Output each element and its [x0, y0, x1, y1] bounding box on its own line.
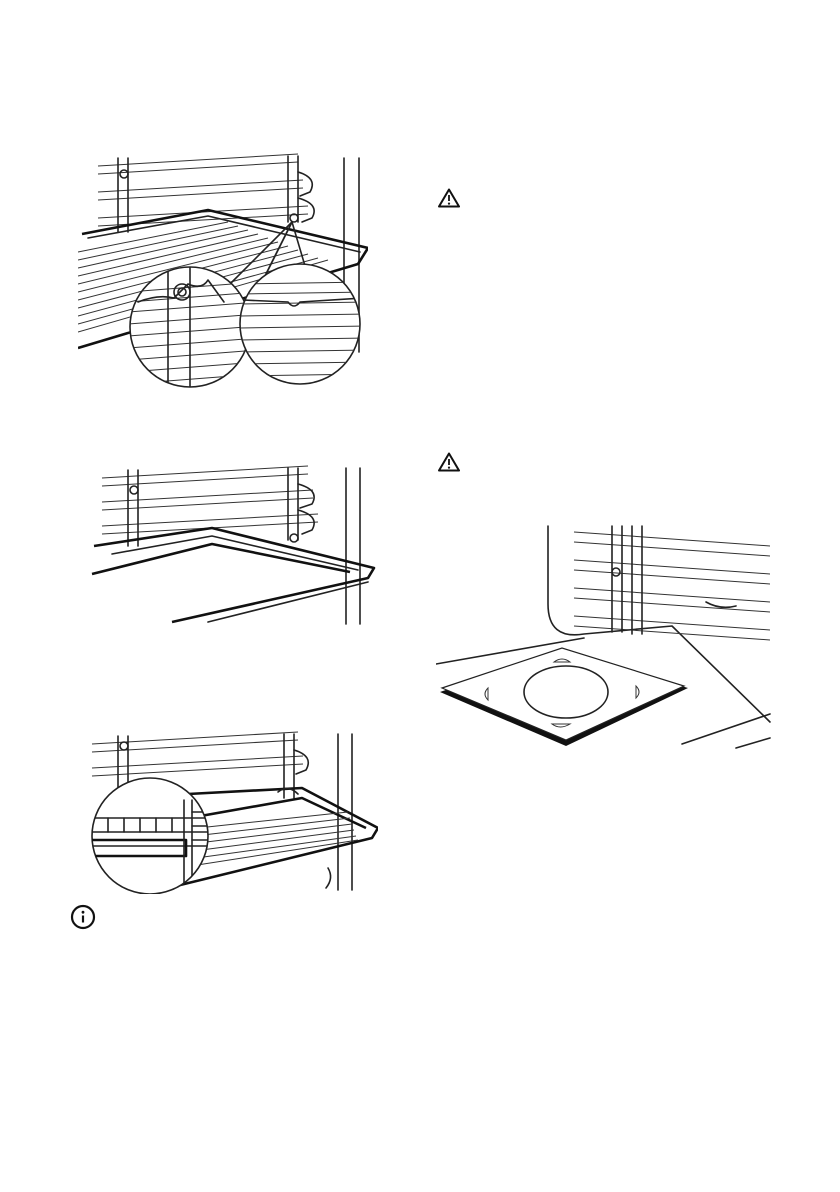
wire-shelf-drawing [78, 152, 368, 388]
info-circle-icon [70, 904, 96, 935]
deep-pan-drawing [88, 462, 378, 628]
oven-deep-pan-illustration [88, 462, 378, 628]
oven-baking-stone-illustration [436, 522, 776, 754]
pan-shelf-combo-drawing [88, 728, 378, 894]
oven-pan-shelf-combo-illustration [88, 728, 378, 894]
info-circle-icon [70, 904, 96, 930]
warning-triangle-icon [438, 452, 460, 477]
oven-wire-shelf-illustration [78, 152, 368, 388]
warning-triangle-icon [438, 188, 460, 208]
warning-triangle-icon [438, 188, 460, 213]
baking-stone-drawing [436, 522, 776, 754]
warning-triangle-icon [438, 452, 460, 472]
